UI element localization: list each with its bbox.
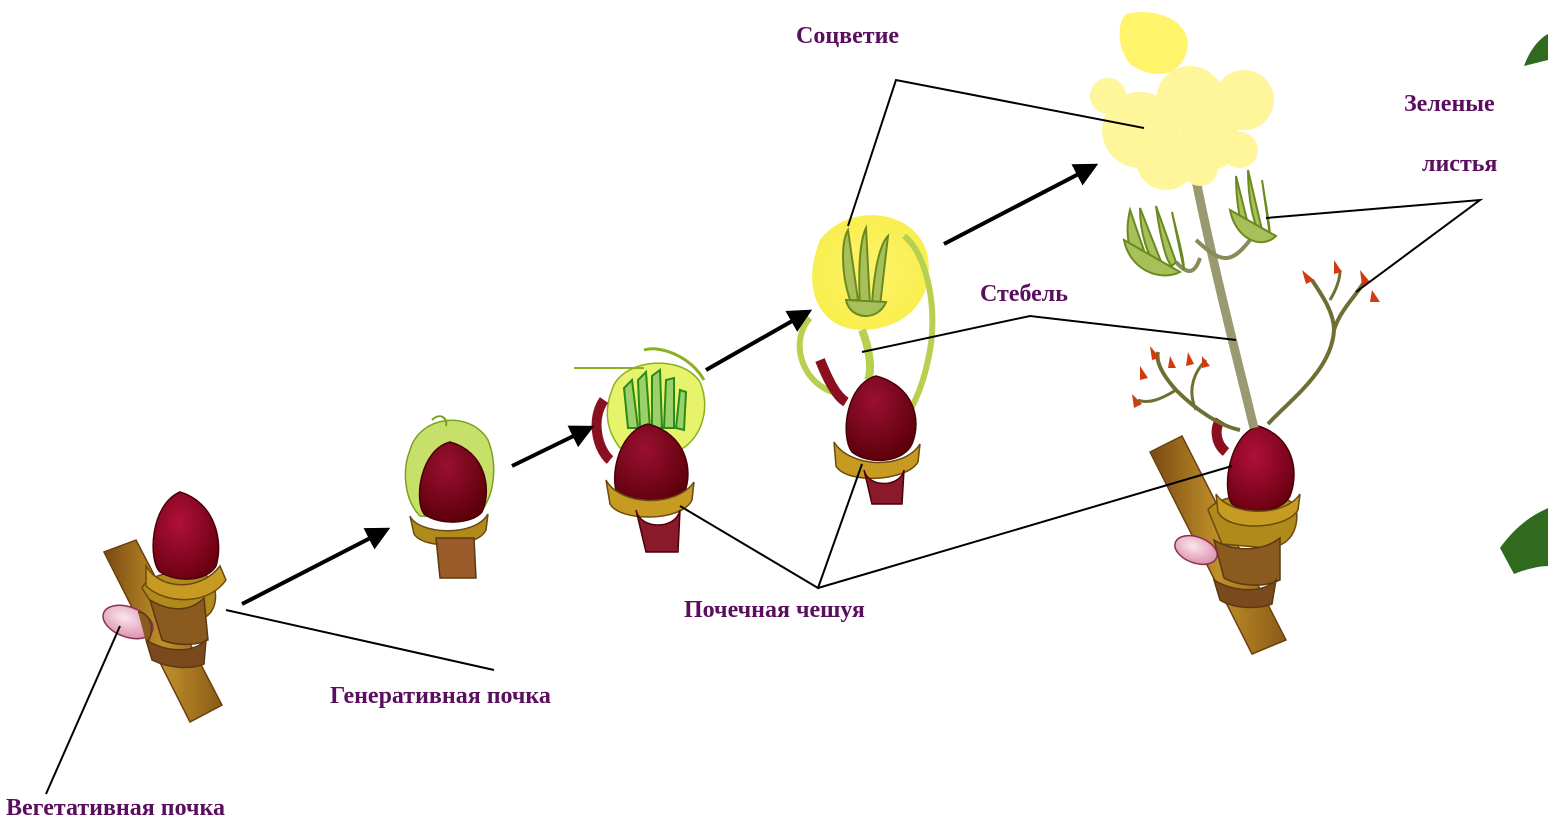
- stage-3-opening-bud: [574, 349, 705, 552]
- label-green-leaves-line1: Зеленые: [1404, 92, 1495, 116]
- label-green-leaves-line2: листья: [1422, 152, 1497, 176]
- flower-cluster: [1090, 12, 1274, 190]
- label-bud-scale: Почечная чешуя: [684, 598, 865, 622]
- edge-decoration: [1500, 34, 1548, 574]
- stage-4-inflorescence-emerging: [800, 215, 933, 504]
- stage-5-flowering-shoot: [1090, 12, 1380, 654]
- label-stem: Стебель: [980, 282, 1068, 306]
- leader-stem: [862, 316, 1236, 352]
- label-generative-bud: Генеративная почка: [330, 684, 551, 708]
- label-vegetative-bud: Вегетативная почка: [6, 796, 225, 820]
- green-leaf-left: [1124, 206, 1184, 275]
- green-leaf-right: [1230, 170, 1276, 242]
- leader-vegetative-bud: [46, 626, 120, 794]
- label-inflorescence: Соцветие: [796, 24, 899, 48]
- leader-green-leaves: [1266, 200, 1480, 292]
- arrow-stage2-to-3: [512, 428, 590, 466]
- arrow-stage4-to-5: [944, 166, 1094, 244]
- leader-bud-scale: [680, 464, 1232, 588]
- stage-1-dormant-buds: [98, 492, 226, 722]
- stage-2-swelling-bud: [405, 416, 493, 578]
- arrow-stage1-to-2: [242, 530, 386, 604]
- arrow-stage3-to-4: [706, 312, 808, 370]
- leader-generative-bud: [226, 610, 494, 670]
